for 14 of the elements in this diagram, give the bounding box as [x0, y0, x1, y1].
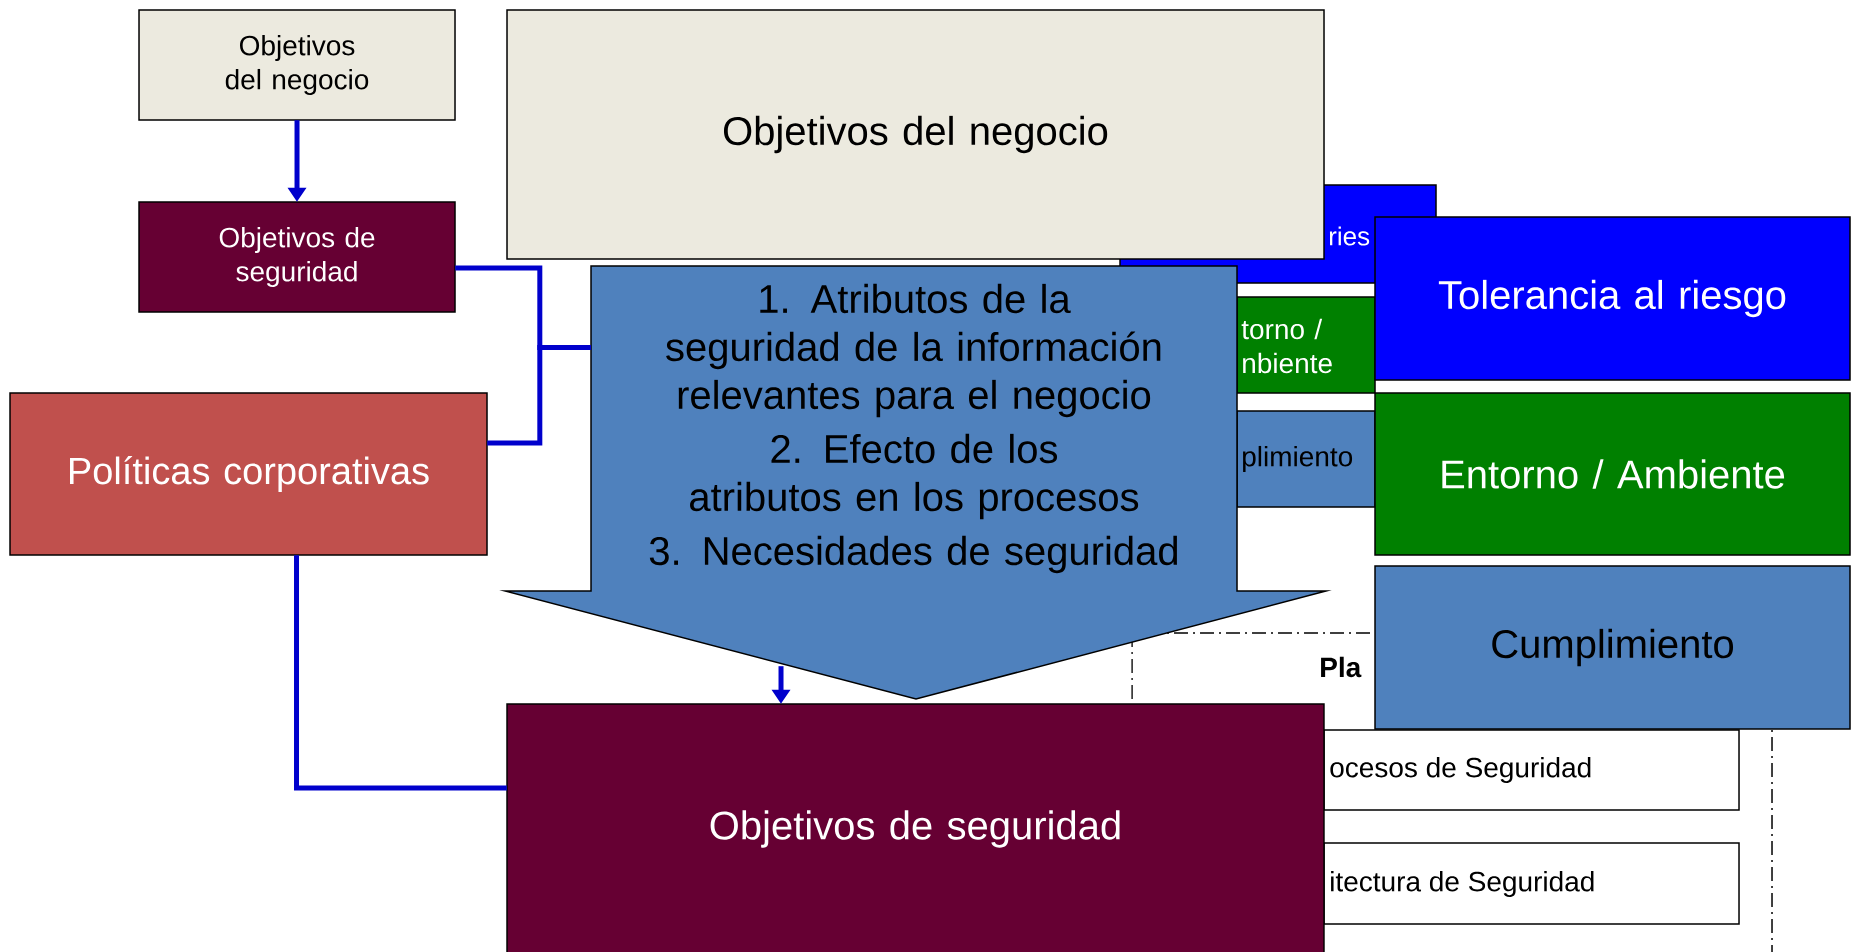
connector — [294, 555, 507, 791]
connector — [487, 345, 591, 446]
process-box: plimiento — [1236, 410, 1376, 508]
process-box: Objetivos del negocio — [506, 9, 1325, 260]
process-box: Objetivos de seguridad — [506, 703, 1325, 952]
process-box: Objetivos de seguridad — [138, 201, 456, 313]
process-box: torno / nbiente — [1236, 296, 1376, 394]
process-box: ocesos de Seguridad — [1323, 729, 1740, 811]
process-box: Objetivos del negocio — [138, 9, 456, 121]
process-box: Cumplimiento — [1374, 565, 1851, 730]
process-box: Tolerancia al riesgo — [1374, 216, 1851, 381]
process-box: itectura de Seguridad — [1323, 842, 1740, 925]
process-box: Políticas corporativas — [9, 392, 488, 556]
process-box: Entorno / Ambiente — [1374, 392, 1851, 556]
